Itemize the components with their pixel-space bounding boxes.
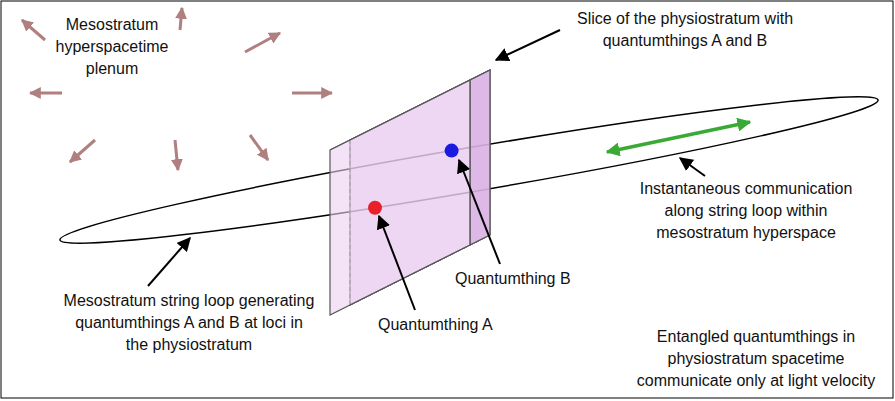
expansion-arrows: [22, 8, 332, 170]
quantumthing-b-dot: [445, 144, 459, 158]
region-label: Mesostratum hyperspacetime plenum: [47, 14, 177, 80]
callout-label: Slice of the physiostratum with quantumt…: [560, 8, 810, 52]
quantumthing-a-dot: [368, 201, 382, 215]
leader-arrows: [148, 30, 705, 310]
callout-label: Quantumthing B: [455, 268, 571, 290]
callout-label: Instantaneous communication along string…: [630, 178, 862, 244]
callout-label: Quantumthing A: [378, 314, 493, 336]
communication-arrow: [607, 122, 750, 152]
note-label: Entangled quantumthings in physiostratum…: [625, 326, 887, 392]
callout-label: Mesostratum string loop generating quant…: [62, 290, 316, 356]
